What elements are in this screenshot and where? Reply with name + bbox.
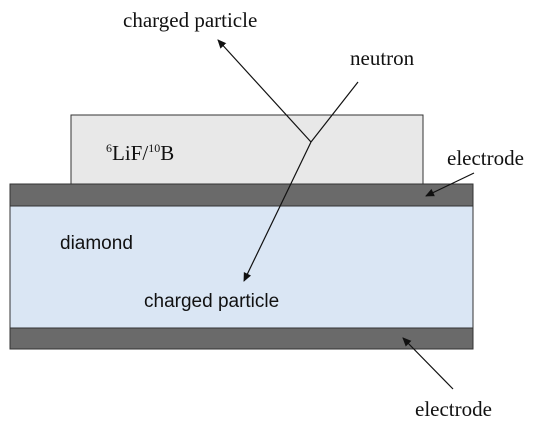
converter-isotope-b: 10: [148, 141, 160, 155]
neutron-label: neutron: [350, 46, 415, 70]
charged-particle-top-label: charged particle: [123, 8, 257, 32]
top-electrode: [9, 183, 474, 207]
converter-element-b: B: [160, 141, 174, 165]
diamond-layer: [9, 205, 474, 329]
neutron-arrow: [310, 81, 359, 143]
diamond-label: diamond: [60, 233, 133, 254]
converter-compound-a: LiF/: [112, 141, 148, 165]
bottom-electrode: [9, 327, 474, 350]
top-electrode-pointer: [425, 172, 475, 197]
charged-particle-arrow-down: [243, 141, 312, 282]
converter-isotope-a: 6: [106, 141, 112, 155]
charged-particle-arrow-up: [217, 39, 312, 143]
converter-layer: [70, 114, 424, 185]
bottom-electrode-pointer: [402, 337, 454, 390]
electrode-top-label: electrode: [447, 146, 524, 170]
electrode-bottom-label: electrode: [415, 397, 492, 421]
converter-label: 6LiF/10B: [106, 141, 174, 165]
charged-particle-bottom-label: charged particle: [144, 291, 279, 312]
